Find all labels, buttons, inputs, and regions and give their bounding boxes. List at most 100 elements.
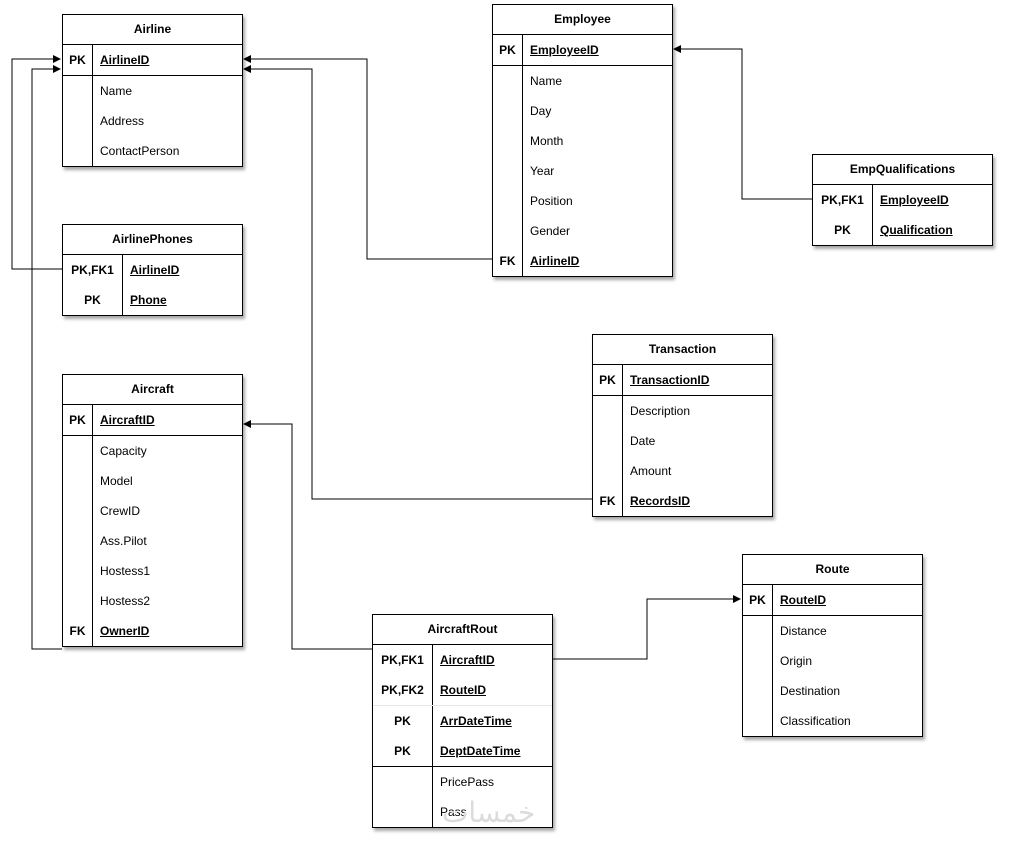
table-row[interactable]: Name [63,76,242,106]
table-row[interactable]: PK ArrDateTime [373,705,552,736]
table-empqualifications[interactable]: EmpQualifications PK,FK1 EmployeeID PK Q… [812,154,993,246]
key-label [63,436,93,466]
table-row[interactable]: CrewID [63,496,242,526]
table-row[interactable]: Pass [373,797,552,827]
table-aircraft[interactable]: Aircraft PK AircraftID Capacity Model Cr… [62,374,243,647]
table-row[interactable]: PK EmployeeID [493,35,672,65]
key-label [493,186,523,216]
table-row[interactable]: PricePass [373,767,552,797]
table-aircraftrout[interactable]: AircraftRout PK,FK1 AircraftID PK,FK2 Ro… [372,614,553,828]
table-row[interactable]: Gender [493,216,672,246]
key-label [63,526,93,556]
key-section: PK RouteID [743,585,922,616]
key-label: PK [63,45,93,75]
table-row[interactable]: PK Phone [63,285,242,315]
key-label [743,706,773,736]
field-name: RouteID [780,593,826,607]
field-name: Name [530,74,563,88]
table-row[interactable]: FK OwnerID [63,616,242,646]
table-row[interactable]: Model [63,466,242,496]
key-label: PK,FK2 [373,675,433,705]
table-row[interactable]: Distance [743,616,922,646]
table-row[interactable]: Destination [743,676,922,706]
edge-airlinephones-airline [11,55,62,270]
field-name: RecordsID [630,494,691,508]
attribute-section: Capacity Model CrewID Ass.Pilot Hostess1… [63,436,242,646]
key-label [593,426,623,456]
key-label: PK [743,585,773,615]
table-row[interactable]: Hostess2 [63,586,242,616]
field-name: EmployeeID [880,193,949,207]
key-label [373,797,433,827]
table-row[interactable]: Month [493,126,672,156]
table-row[interactable]: PK DeptDateTime [373,736,552,766]
table-title: Transaction [593,335,772,365]
table-row[interactable]: Capacity [63,436,242,466]
table-title: Airline [63,15,242,45]
table-row[interactable]: Address [63,106,242,136]
table-row[interactable]: Classification [743,706,922,736]
key-label: FK [593,486,623,516]
key-label [493,216,523,246]
table-row[interactable]: Position [493,186,672,216]
table-row[interactable]: FK AirlineID [493,246,672,276]
attribute-section: Name Day Month Year Position Gender [493,66,672,276]
table-employee[interactable]: Employee PK EmployeeID Name Day Month [492,4,673,277]
table-row[interactable]: PK AircraftID [63,405,242,435]
table-transaction[interactable]: Transaction PK TransactionID Description… [592,334,773,517]
table-row[interactable]: Hostess1 [63,556,242,586]
key-label [63,106,93,136]
key-label [493,156,523,186]
table-row[interactable]: Date [593,426,772,456]
table-row[interactable]: PK,FK1 AircraftID [373,645,552,675]
key-label: FK [63,616,93,646]
table-row[interactable]: Description [593,396,772,426]
table-route[interactable]: Route PK RouteID Distance Origin Destina… [742,554,923,737]
table-row[interactable]: Origin [743,646,922,676]
key-label [593,456,623,486]
key-label: PK [63,405,93,435]
table-row[interactable]: FK RecordsID [593,486,772,516]
field-name: Qualification [880,223,953,237]
watermark-logo: خمسات [442,796,536,829]
table-row[interactable]: PK AirlineID [63,45,242,75]
key-label [63,556,93,586]
table-row[interactable]: Day [493,96,672,126]
field-name: Model [100,474,133,488]
table-row[interactable]: ContactPerson [63,136,242,166]
field-name: Origin [780,654,813,668]
key-label [63,496,93,526]
table-airline[interactable]: Airline PK AirlineID Name Address Contac… [62,14,243,167]
table-row[interactable]: PK,FK2 RouteID [373,675,552,705]
field-name: Description [630,404,691,418]
table-row[interactable]: Amount [593,456,772,486]
key-label [593,396,623,426]
table-row[interactable]: PK TransactionID [593,365,772,395]
table-row[interactable]: Year [493,156,672,186]
field-name: Classification [780,714,851,728]
field-name: AirlineID [130,263,180,277]
field-name: Hostess1 [100,564,151,578]
table-row[interactable]: PK Qualification [813,215,992,245]
key-label: PK [63,285,123,315]
attribute-section: PricePass Pass [373,767,552,827]
table-row[interactable]: Ass.Pilot [63,526,242,556]
key-label [63,76,93,106]
key-section: PK AirlineID [63,45,242,76]
table-row[interactable]: Name [493,66,672,96]
table-row[interactable]: PK,FK1 AirlineID [63,255,242,285]
field-name: ContactPerson [100,144,180,158]
field-name: Date [630,434,656,448]
table-airlinephones[interactable]: AirlinePhones PK,FK1 AirlineID PK Phone [62,224,243,316]
field-name: Month [530,134,564,148]
table-title: Route [743,555,922,585]
table-row[interactable]: PK RouteID [743,585,922,615]
key-section: PK,FK1 AircraftID PK,FK2 RouteID PK ArrD… [373,645,552,767]
table-row[interactable]: PK,FK1 EmployeeID [813,185,992,215]
field-name: OwnerID [100,624,150,638]
key-label: PK [373,706,433,736]
field-name: Gender [530,224,571,238]
edge-employee-airline [243,55,492,260]
table-title: EmpQualifications [813,155,992,185]
